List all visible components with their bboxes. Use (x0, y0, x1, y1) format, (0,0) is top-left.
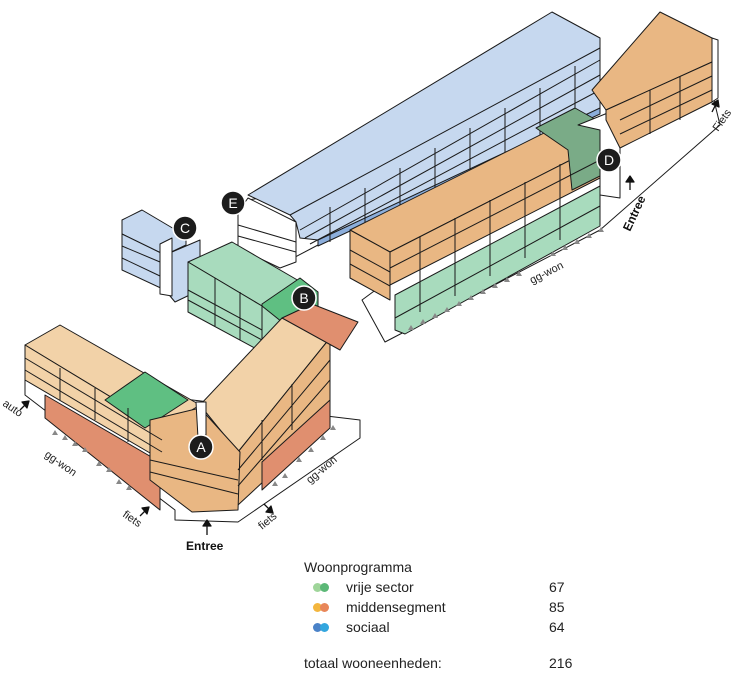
building-a-right-terracotta (261, 399, 331, 491)
building-a (24, 303, 361, 523)
svg-text:C: C (180, 220, 190, 236)
entrance-arrows (19, 99, 720, 535)
svg-text:E: E (228, 195, 237, 211)
label-entree-bottom: Entree (186, 539, 224, 553)
legend-row-label: middensegment (346, 599, 446, 615)
swatch-icon (313, 583, 333, 592)
building-a-corner-notch (195, 401, 207, 439)
label-auto: auto (0, 398, 24, 420)
legend-row-value: 67 (549, 579, 565, 595)
top-right-front (605, 61, 713, 149)
building-d-front-orange (349, 229, 391, 301)
legend-row-label: sociaal (346, 619, 390, 635)
legend-row-sociaal: sociaal 64 (304, 617, 604, 637)
legend-row-label: vrije sector (346, 579, 414, 595)
legend-title: Woonprogramma (304, 559, 412, 575)
label-gg-won-left: gg-won (42, 449, 78, 480)
label-fiets-right: fiets (256, 510, 280, 532)
legend-row-value: 85 (549, 599, 565, 615)
top-right-white-edge (711, 37, 719, 103)
building-c (121, 209, 201, 303)
arrow-up-icon (711, 99, 720, 113)
legend-total: totaal wooneenheden: 216 (304, 653, 604, 673)
arrow-up-icon (263, 503, 274, 514)
building-a-floor-lines (24, 357, 331, 495)
arrow-up-icon (19, 400, 30, 411)
legend-total-value: 216 (549, 655, 573, 671)
building-a-green-terrace (104, 371, 189, 429)
arrow-up-icon (139, 506, 150, 517)
badge-e: E (220, 190, 246, 216)
legend-total-label: totaal wooneenheden: (304, 655, 442, 671)
building-d-grid (349, 159, 601, 312)
arrow-up-icon (202, 519, 212, 535)
swatch-icon (313, 623, 333, 632)
badge-c: C (172, 215, 198, 241)
arrow-up-icon (625, 175, 635, 190)
label-fiets-left: fiets (120, 509, 144, 531)
badge-d: D (596, 147, 622, 173)
svg-text:D: D (604, 152, 614, 168)
badge-a: A (188, 434, 214, 460)
legend-row-value: 64 (549, 619, 565, 635)
building-a-left-terracotta (44, 394, 161, 511)
legend-row-vrije-sector: vrije sector 67 (304, 577, 604, 597)
svg-text:B: B (299, 290, 308, 306)
building-d-mint-lower (394, 205, 601, 335)
building-c-core (159, 237, 173, 297)
svg-text:A: A (196, 439, 206, 455)
building-top-right (591, 11, 719, 149)
legend-row-middensegment: middensegment 85 (304, 597, 604, 617)
building-d (349, 91, 721, 343)
badge-b: B (291, 285, 317, 311)
legend: Woonprogramma vrije sector 67 middensegm… (304, 557, 604, 673)
gg-won-arrow-rows (52, 227, 604, 490)
swatch-icon (313, 603, 333, 612)
